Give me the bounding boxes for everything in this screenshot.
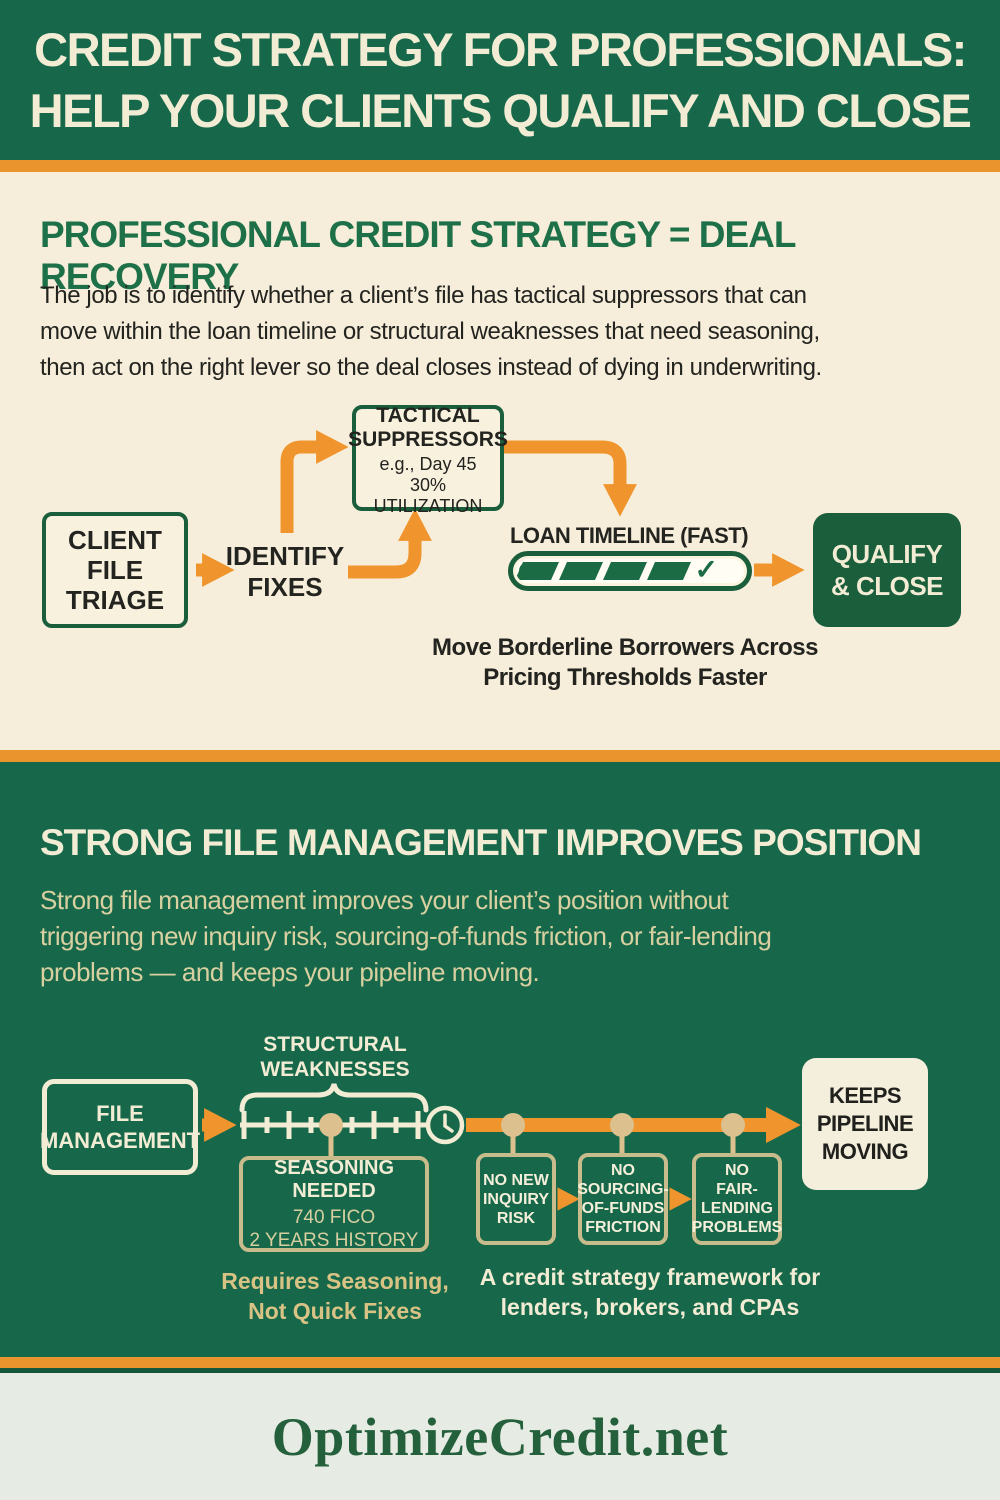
tactical-suppressors-subtext: e.g., Day 45 30% UTILIZATION xyxy=(373,453,483,516)
divider xyxy=(0,750,1000,762)
site-name: OptimizeCredit.net xyxy=(271,1406,729,1467)
tactical-suppressors-title: TACTICAL SUPPRESSORS xyxy=(348,403,508,451)
loan-timeline-progress-bar: ✓ xyxy=(508,551,752,591)
no-sourcing-of-funds-friction-box: NO SOURCING- OF-FUNDS FRICTION xyxy=(577,1153,669,1245)
divider xyxy=(0,1357,1000,1368)
client-file-triage-box: CLIENT FILE TRIAGE xyxy=(42,512,188,628)
structural-weaknesses-label: STRUCTURAL WEAKNESSES xyxy=(260,1033,410,1081)
no-new-inquiry-risk-box: NO NEW INQUIRY RISK xyxy=(476,1153,556,1245)
progress-track: ✓ xyxy=(516,559,744,583)
section2-caption-left: Requires Seasoning, Not Quick Fixes xyxy=(221,1268,449,1324)
progress-segment xyxy=(602,562,648,580)
no-fair-lending-problems-box: NO FAIR- LENDING PROBLEMS xyxy=(692,1153,782,1245)
file-management-box: FILE MANAGEMENT xyxy=(40,1079,200,1175)
progress-segment xyxy=(558,562,604,580)
footer: OptimizeCredit.net xyxy=(0,1373,1000,1500)
section2-body: Strong file management improves your cli… xyxy=(40,885,772,987)
header: CREDIT STRATEGY FOR PROFESSIONALS: HELP … xyxy=(0,0,1000,160)
qualify-close-box: QUALIFY & CLOSE xyxy=(813,513,961,627)
identify-fixes-label: IDENTIFY FIXES xyxy=(225,541,345,602)
progress-segment xyxy=(516,562,560,580)
section1-body: The job is to identify whether a client’… xyxy=(40,282,822,381)
progress-segment xyxy=(646,562,692,580)
divider xyxy=(0,1368,1000,1373)
divider xyxy=(0,160,1000,172)
loan-timeline-label: LOAN TIMELINE (FAST) xyxy=(509,523,749,548)
tactical-suppressors-box: TACTICAL SUPPRESSORS e.g., Day 45 30% UT… xyxy=(348,404,508,516)
seasoning-subtext: 740 FICO 2 YEARS HISTORY xyxy=(249,1206,419,1251)
section1-heading: PROFESSIONAL CREDIT STRATEGY = DEAL RECO… xyxy=(40,214,796,297)
section2-heading: STRONG FILE MANAGEMENT IMPROVES POSITION xyxy=(40,822,922,863)
page-title: CREDIT STRATEGY FOR PROFESSIONALS: HELP … xyxy=(29,23,972,137)
checkmark-icon: ✓ xyxy=(694,559,718,583)
seasoning-needed-box: SEASONING NEEDED 740 FICO 2 YEARS HISTOR… xyxy=(239,1156,429,1252)
keeps-pipeline-moving-box: KEEPS PIPELINE MOVING xyxy=(802,1058,928,1190)
seasoning-title: SEASONING NEEDED xyxy=(273,1156,395,1202)
section2-caption-right: A credit strategy framework for lenders,… xyxy=(479,1264,821,1320)
section1-caption: Move Borderline Borrowers Across Pricing… xyxy=(432,634,818,691)
